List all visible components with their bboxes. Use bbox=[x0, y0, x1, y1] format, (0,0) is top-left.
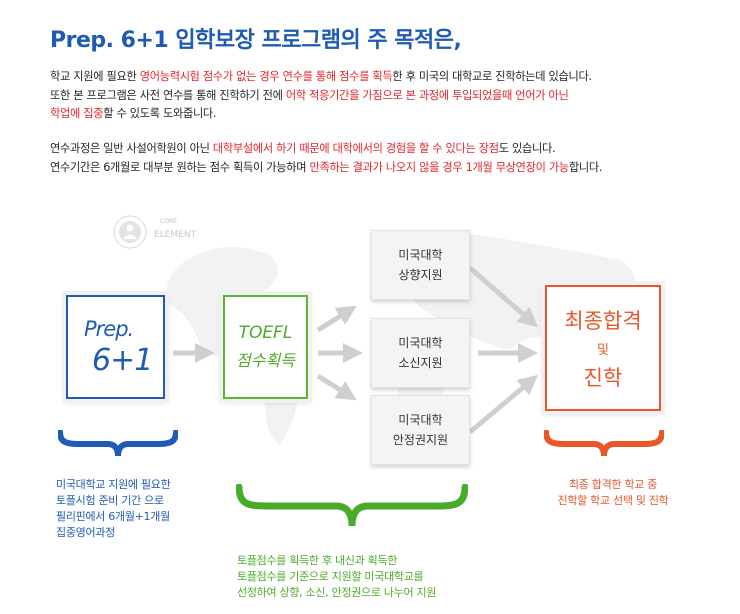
toefl-label: TOEFL bbox=[238, 323, 293, 343]
text: 할 수 있도록 도와줍니다. bbox=[103, 107, 217, 120]
text: 합니다. bbox=[568, 160, 603, 174]
box-line: 미국대학 bbox=[398, 413, 443, 427]
page-title: Prep. 6+1 입학보장 프로그램의 주 목적은, bbox=[50, 28, 462, 53]
detail-paragraph: 연수과정은 일반 사설어학원이 아닌 대학부설에서 하기 때문에 대학에서의 경… bbox=[50, 140, 730, 177]
caption-line: 토플점수를 기준으로 지원할 미국대학교를 bbox=[237, 570, 424, 583]
box-line: 미국대학 bbox=[398, 336, 443, 350]
box-line: 안정권지원 bbox=[392, 433, 449, 447]
caption-line: 토플시험 준비 기간 으로 bbox=[56, 494, 164, 507]
highlight-text: 영어능력시험 점수가 없는 경우 연수를 통해 점수를 획득 bbox=[139, 70, 393, 83]
toefl-caption: 토플점수를 획득한 후 내신과 획득한 토플점수를 기준으로 지원할 미국대학교… bbox=[237, 553, 497, 601]
caption-line: 토플점수를 획득한 후 내신과 획득한 bbox=[237, 554, 398, 567]
intro-line-2: 또한 본 프로그램은 사전 연수를 통해 진학하기 전에 어학 적응기간을 가짐… bbox=[50, 87, 730, 106]
core-element-badge: CORE ELEMENT bbox=[113, 215, 197, 249]
prep-caption: 미국대학교 지원에 필요한 토플시험 준비 기간 으로 필리핀에서 6개월+1개… bbox=[56, 477, 216, 541]
highlight-text: 어학 적응기간을 가짐으로 본 과정에 투입되었을때 언어가 아닌 bbox=[285, 88, 569, 102]
detail-line-2: 연수기간은 6개월로 대부분 원하는 점수 획득이 가능하며 만족하는 결과가 … bbox=[50, 159, 730, 178]
core-element-top: CORE bbox=[160, 218, 177, 225]
final-line-1: 최종합격 bbox=[564, 308, 642, 333]
caption-line: 집중영어과정 bbox=[56, 526, 115, 539]
core-element-bottom: ELEMENT bbox=[154, 230, 197, 240]
caption-line: 진학할 학교 선택 및 진학 bbox=[557, 494, 669, 507]
caption-line: 선정하여 상향, 소신, 안정권으로 나누어 지원 bbox=[237, 586, 437, 599]
green-brace bbox=[236, 484, 468, 527]
belief-application-box: 미국대학 소신지원 bbox=[371, 318, 470, 388]
prep-label: Prep. bbox=[84, 316, 134, 341]
highlight-text: 대학부설에서 하기 때문에 대학에서의 경험을 할 수 있다는 장점 bbox=[212, 142, 499, 155]
intro-line-1: 학교 지원에 필요한 영어능력시험 점수가 없는 경우 연수를 통해 점수를 획… bbox=[50, 68, 730, 87]
box-line: 미국대학 bbox=[398, 248, 443, 262]
caption-line: 최종 합격한 학교 중 bbox=[568, 478, 658, 491]
toefl-box: TOEFL 점수획득 bbox=[223, 295, 308, 399]
orange-brace bbox=[544, 430, 664, 457]
final-line-3: 진학 bbox=[583, 365, 623, 390]
text: 학교 지원에 필요한 bbox=[50, 70, 140, 83]
intro-line-3: 학업에 집중할 수 있도록 도와줍니다. bbox=[50, 105, 730, 124]
safe-application-box: 미국대학 안정권지원 bbox=[371, 395, 470, 465]
final-caption: 최종 합격한 학교 중 진학할 학교 선택 및 진학 bbox=[540, 477, 686, 509]
prep-box: Prep. 6+1 bbox=[66, 295, 165, 399]
highlight-text: 만족하는 결과가 나오지 않을 경우 1개월 무상연장이 가능 bbox=[309, 160, 569, 174]
text: 연수기간은 6개월로 대부분 원하는 점수 획득이 가능하며 bbox=[50, 160, 310, 174]
text: 연수과정은 일반 사설어학원이 아닌 bbox=[50, 142, 213, 155]
prep-number: 6+1 bbox=[92, 342, 153, 378]
detail-line-1: 연수과정은 일반 사설어학원이 아닌 대학부설에서 하기 때문에 대학에서의 경… bbox=[50, 140, 730, 159]
text: 도 있습니다. bbox=[498, 142, 556, 155]
text: 한 후 미국의 대학교로 진학하는데 있습니다. bbox=[392, 70, 592, 83]
toefl-score-label: 점수획득 bbox=[236, 351, 295, 370]
final-line-2: 및 bbox=[597, 342, 609, 358]
box-line: 상향지원 bbox=[398, 268, 443, 282]
upward-application-box: 미국대학 상향지원 bbox=[371, 230, 470, 300]
caption-line: 미국대학교 지원에 필요한 bbox=[56, 478, 171, 491]
box-line: 소신지원 bbox=[398, 356, 443, 370]
blue-brace bbox=[58, 430, 178, 457]
intro-paragraph: 학교 지원에 필요한 영어능력시험 점수가 없는 경우 연수를 통해 점수를 획… bbox=[50, 68, 730, 124]
caption-line: 필리핀에서 6개월+1개월 bbox=[56, 510, 170, 523]
highlight-text: 학업에 집중 bbox=[50, 107, 104, 120]
final-admission-box: 최종합격 및 진학 bbox=[545, 285, 661, 411]
text: 또한 본 프로그램은 사전 연수를 통해 진학하기 전에 bbox=[50, 88, 286, 102]
